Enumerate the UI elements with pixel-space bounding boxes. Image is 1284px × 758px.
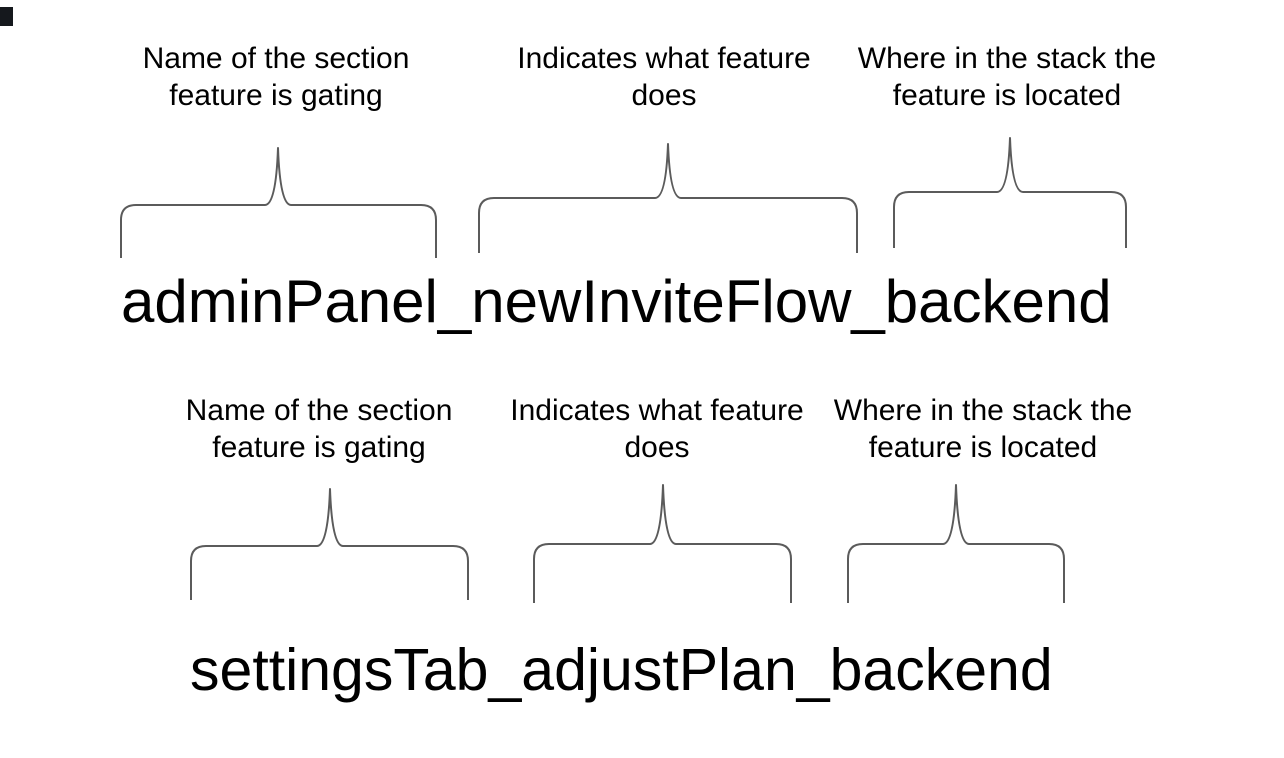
- annotation-label-feature-2: Indicates what feature does: [510, 394, 804, 464]
- over-brace-icon: [533, 484, 792, 603]
- annotation-label-section-2: Name of the section feature is gating: [185, 394, 453, 464]
- feature-flag-name-1: adminPanel_newInviteFlow_backend: [121, 268, 1112, 335]
- over-brace-icon: [847, 484, 1065, 603]
- over-brace-icon: [478, 143, 858, 253]
- feature-flag-name-2: settingsTab_adjustPlan_backend: [190, 637, 1053, 703]
- annotation-label-feature-1: Indicates what feature does: [517, 42, 811, 112]
- corner-artifact: [0, 7, 13, 26]
- annotation-label-section-1: Name of the section feature is gating: [142, 42, 410, 112]
- over-brace-icon: [120, 147, 437, 258]
- over-brace-icon: [190, 488, 469, 600]
- over-brace-icon: [893, 137, 1127, 248]
- annotation-label-stack-1: Where in the stack the feature is locate…: [857, 42, 1157, 112]
- annotation-label-stack-2: Where in the stack the feature is locate…: [833, 394, 1133, 464]
